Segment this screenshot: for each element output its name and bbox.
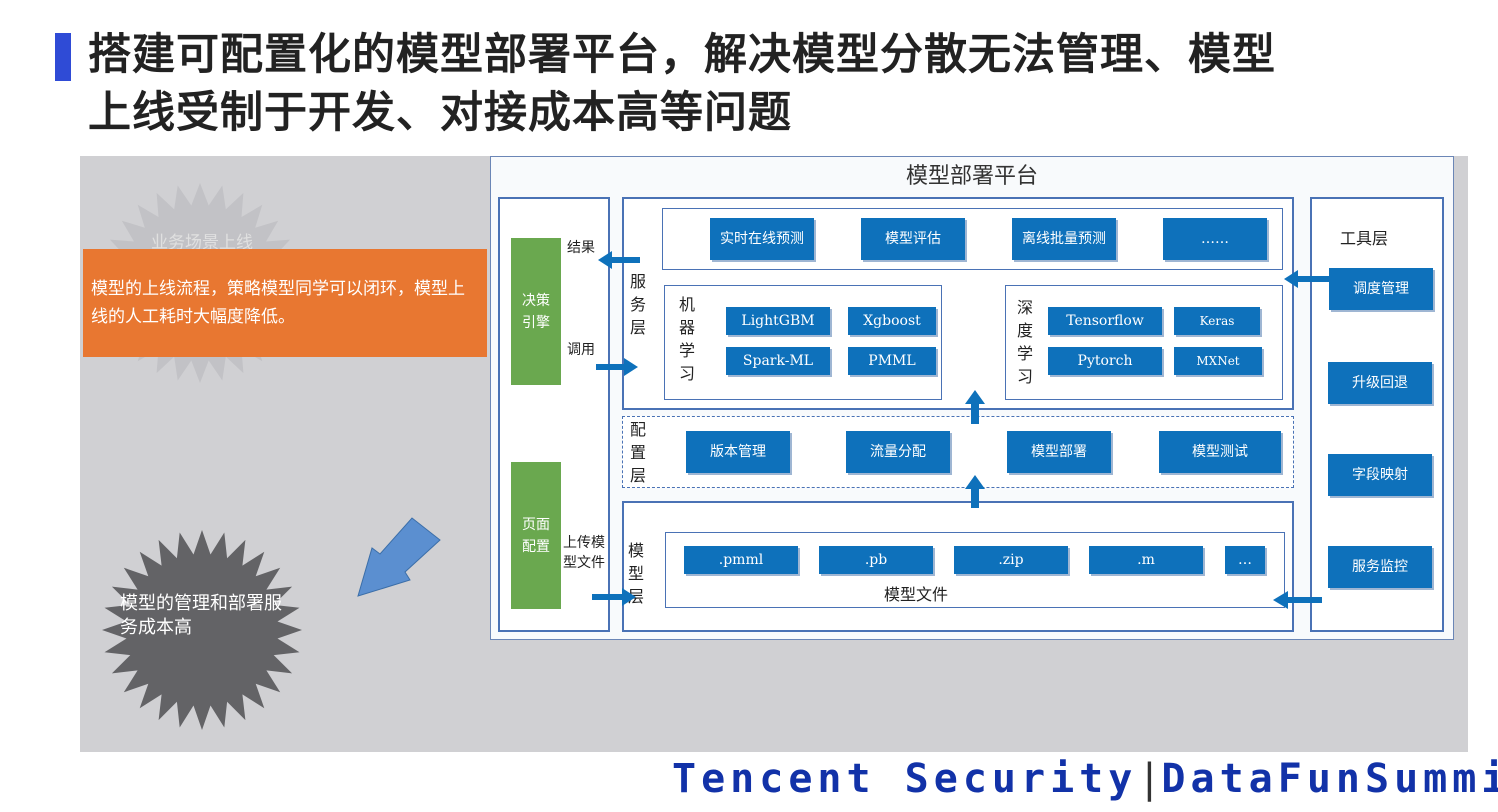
- file-zip-box: .zip: [954, 546, 1068, 574]
- brand-separator: |: [1137, 756, 1162, 802]
- title-line-1: 搭建可配置化的模型部署平台，解决模型分散无法管理、模型: [88, 30, 1276, 80]
- keras-box: Keras: [1174, 307, 1260, 335]
- call-label: 调用: [567, 342, 595, 358]
- dark-starburst-text: 模型的管理和部署服务成本高: [120, 593, 282, 638]
- decision-engine-box: 决策引擎: [511, 238, 561, 385]
- tensorflow-box: Tensorflow: [1048, 307, 1162, 335]
- file-m-box: .m: [1089, 546, 1203, 574]
- footer-brand: Tencent Security|DataFunSummit: [672, 756, 1498, 802]
- title-line-2: 上线受制于开发、对接成本高等问题: [88, 88, 792, 138]
- pmml-box: PMML: [848, 347, 936, 375]
- page-config-box: 页面配置: [511, 462, 561, 609]
- traffic-alloc-box: 流量分配: [846, 431, 950, 473]
- platform-title: 模型部署平台: [905, 164, 1038, 189]
- brand-tencent: Tencent Security: [672, 756, 1138, 802]
- model-eval-box: 模型评估: [861, 218, 965, 260]
- model-layer-label: 模型层: [627, 541, 644, 606]
- upload-label: 上传模型文件: [563, 535, 605, 571]
- upload-arrow-icon: [592, 588, 636, 606]
- service-monitor-box: 服务监控: [1328, 546, 1432, 588]
- pointer-arrow-icon: [357, 517, 441, 597]
- tool-layer-label: 工具层: [1340, 229, 1389, 248]
- pytorch-box: Pytorch: [1048, 347, 1162, 375]
- offline-predict-box: 离线批量预测: [1012, 218, 1116, 260]
- lightgbm-box: LightGBM: [726, 307, 830, 335]
- brand-datafun: DataFunSummit: [1161, 756, 1498, 802]
- result-arrow-icon: [598, 251, 640, 269]
- result-label: 结果: [567, 240, 595, 256]
- upgrade-rollback-box: 升级回退: [1328, 362, 1432, 404]
- more-services-box: ……: [1163, 218, 1267, 260]
- realtime-predict-box: 实时在线预测: [710, 218, 814, 260]
- ml-panel: [664, 285, 942, 400]
- dl-panel: [1005, 285, 1283, 400]
- model-test-box: 模型测试: [1159, 431, 1281, 473]
- up-arrow-icon-1: [965, 390, 985, 424]
- model-deploy-box: 模型部署: [1007, 431, 1111, 473]
- call-arrow-icon: [596, 358, 638, 376]
- config-layer-label: 配置层: [629, 420, 646, 485]
- page-title: 搭建可配置化的模型部署平台，解决模型分散无法管理、模型 上线受制于开发、对接成本…: [88, 26, 1276, 142]
- service-layer-label: 服务层: [629, 272, 646, 337]
- xgboost-box: Xgboost: [848, 307, 936, 335]
- model-files-caption: 模型文件: [884, 585, 949, 604]
- file-more-box: …: [1225, 546, 1265, 574]
- spark-ml-box: Spark-ML: [726, 347, 830, 375]
- starburst-text: 业务场景上线: [151, 233, 253, 253]
- field-mapping-box: 字段映射: [1328, 454, 1432, 496]
- up-arrow-icon-2: [965, 475, 985, 508]
- scheduling-box: 调度管理: [1329, 268, 1433, 310]
- title-accent-bar: [55, 33, 71, 81]
- mxnet-box: MXNet: [1174, 347, 1262, 375]
- dl-label: 深度学习: [1016, 298, 1033, 386]
- tool-arrow-icon-2: [1273, 591, 1322, 609]
- version-mgmt-box: 版本管理: [686, 431, 790, 473]
- ml-label: 机器学习: [678, 295, 695, 383]
- tool-arrow-icon-1: [1284, 270, 1330, 288]
- file-pb-box: .pb: [819, 546, 933, 574]
- file-pmml-box: .pmml: [684, 546, 798, 574]
- callout-box: 模型的上线流程，策略模型同学可以闭环，模型上线的人工耗时大幅度降低。: [83, 249, 487, 357]
- dark-starburst: [102, 530, 302, 730]
